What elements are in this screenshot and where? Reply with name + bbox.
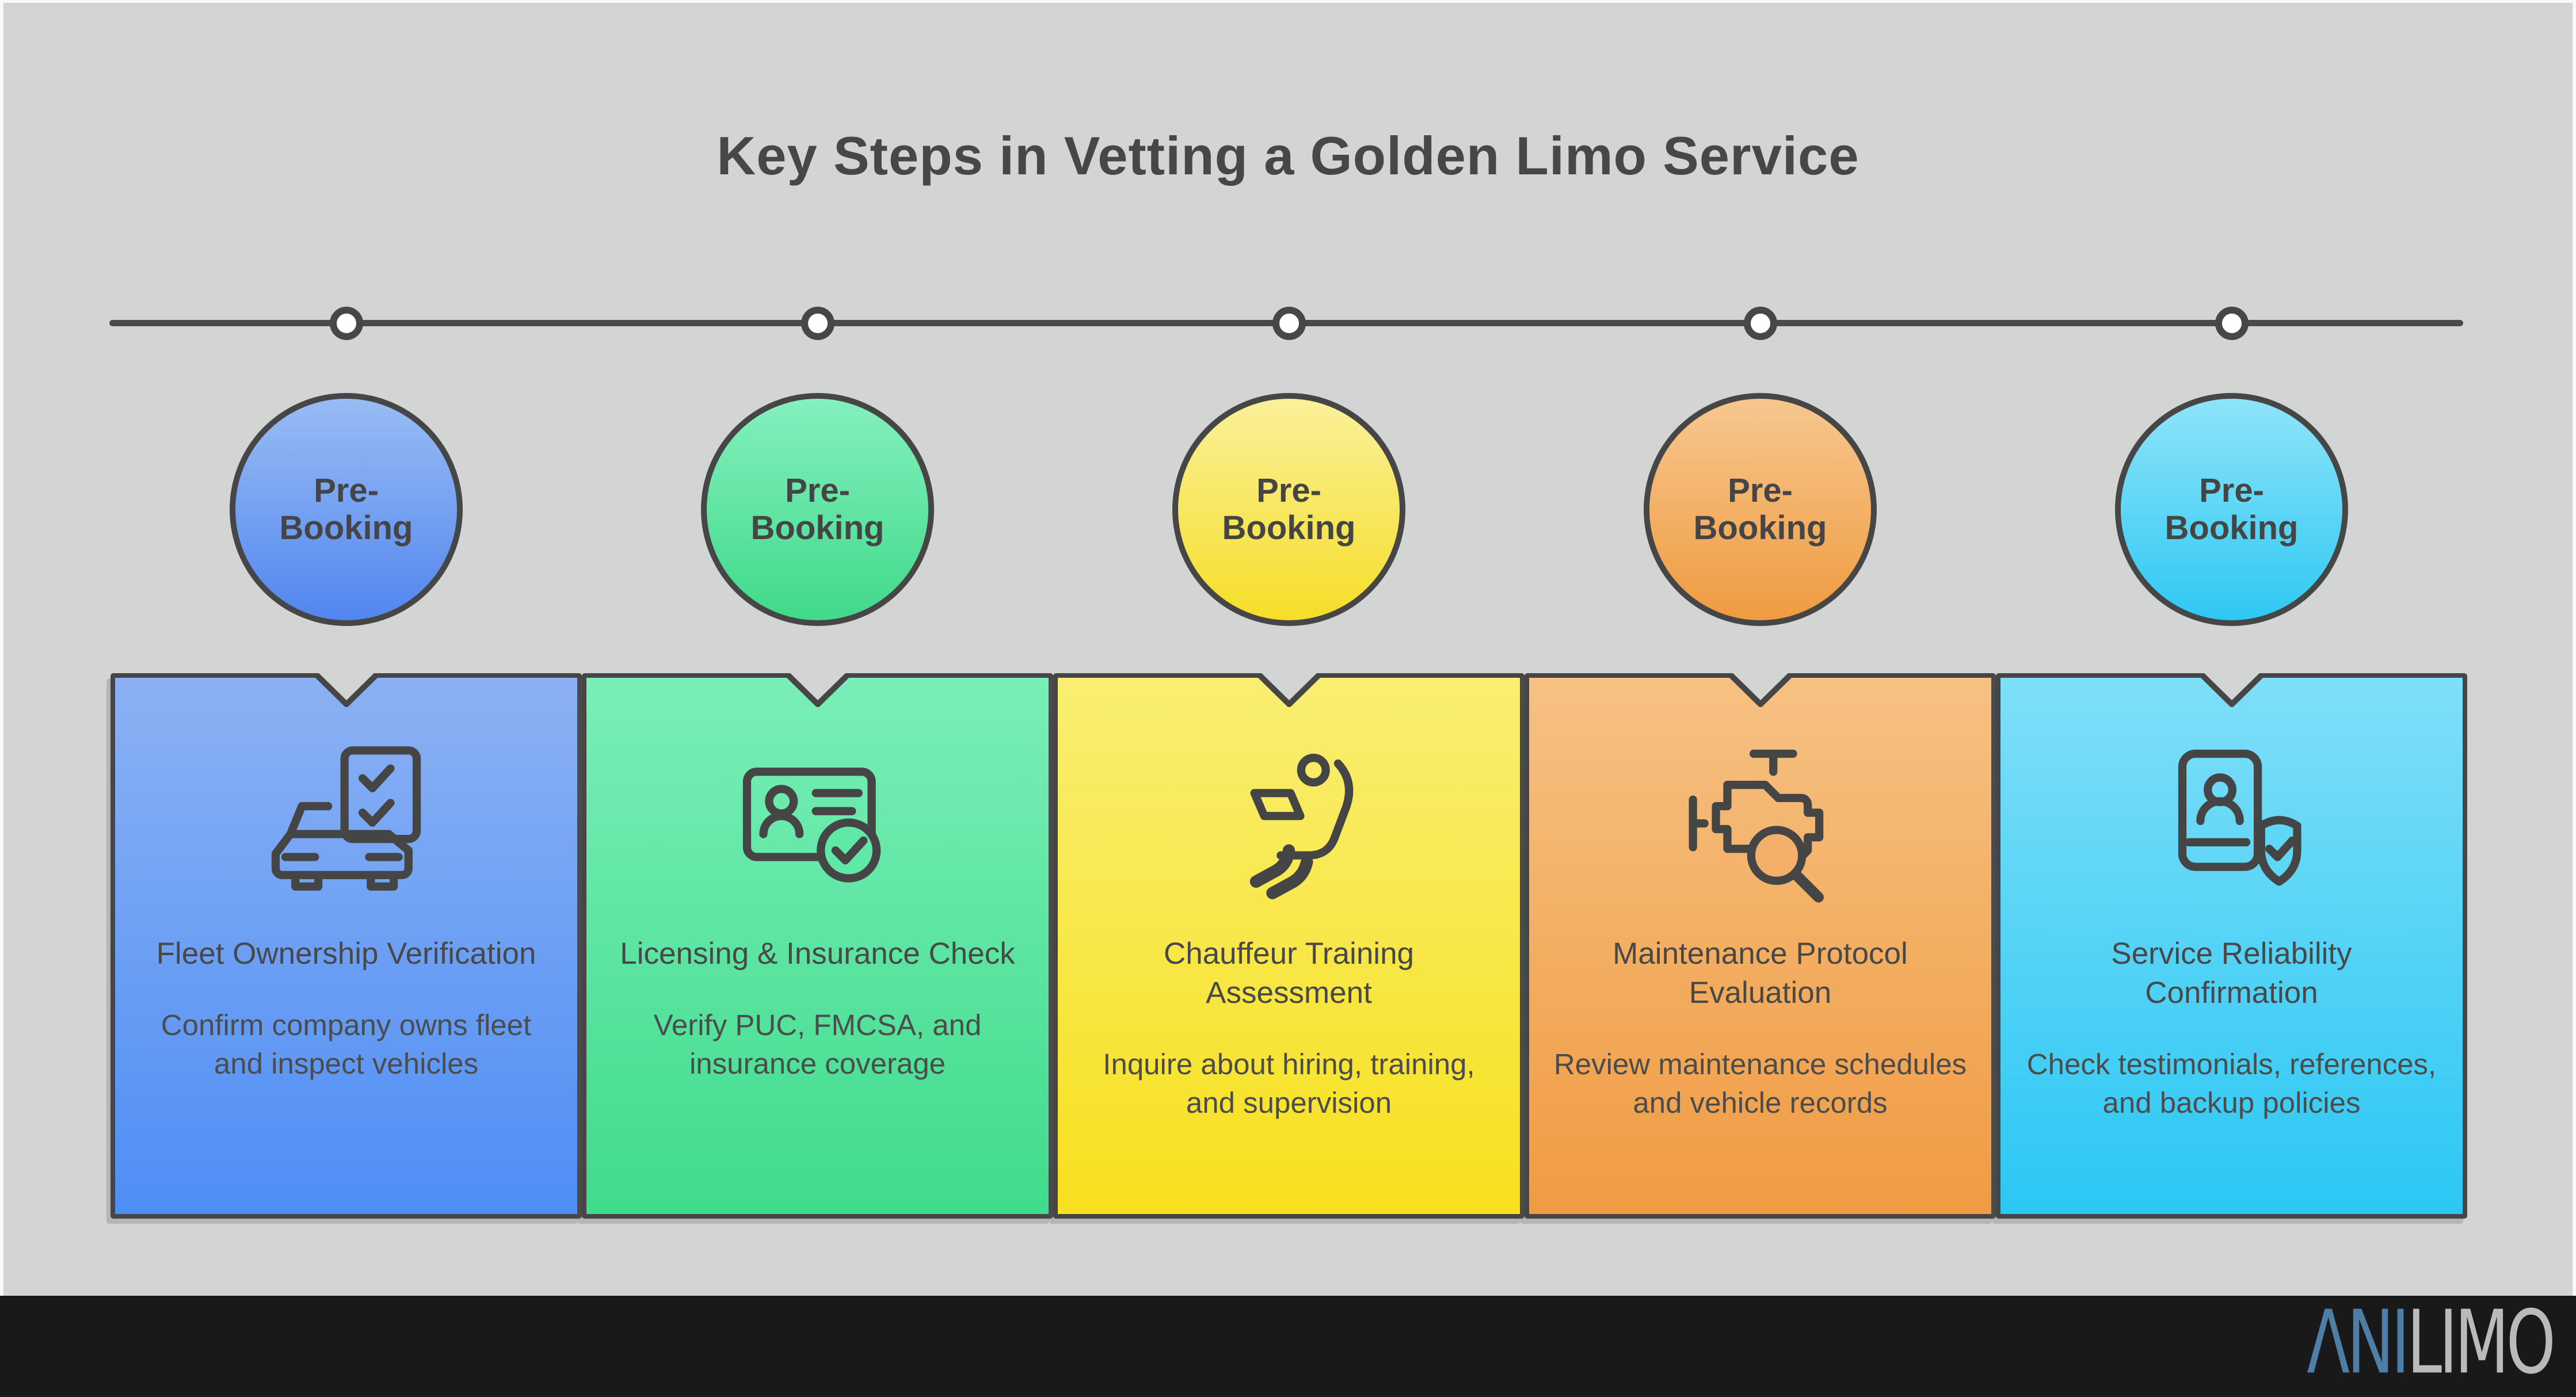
step-column-licensing: Pre-Booking xyxy=(582,307,1053,1219)
brand-logo: ΛNILIMO xyxy=(2307,1291,2556,1394)
engine-inspection-icon xyxy=(1689,749,1824,903)
stage-bubble: Pre-Booking xyxy=(230,393,463,626)
stage-bubble: Pre-Booking xyxy=(1644,393,1877,626)
step-column-maintenance: Pre-Booking xyxy=(1525,307,1996,1219)
service-reliability-card: Service Reliability Confirmation Check t… xyxy=(1996,673,2467,1219)
stage-label: Pre-Booking xyxy=(1693,471,1827,547)
timeline-node xyxy=(2215,307,2249,340)
card-notch xyxy=(1255,673,1323,707)
step-column-fleet: Pre-Booking xyxy=(110,307,582,1219)
maintenance-protocol-card: Maintenance Protocol Evaluation Review m… xyxy=(1525,673,1996,1219)
card-title: Service Reliability Confirmation xyxy=(2111,937,2352,1010)
timeline-node xyxy=(801,307,834,340)
timeline-node xyxy=(1743,307,1777,340)
card-description: Inquire about hiring, training, and supe… xyxy=(1103,1047,1475,1119)
card-notch xyxy=(1727,673,1794,707)
fleet-ownership-card: Fleet Ownership Verification Confirm com… xyxy=(110,673,582,1219)
reliability-shield-icon xyxy=(2178,749,2301,885)
page-title: Key Steps in Vetting a Golden Limo Servi… xyxy=(717,125,1859,186)
card-description: Check testimonials, references, and back… xyxy=(2026,1047,2437,1119)
card-description: Verify PUC, FMCSA, and insurance coverag… xyxy=(653,1008,982,1081)
infographic-canvas: Key Steps in Vetting a Golden Limo Servi… xyxy=(3,3,2573,1397)
brand-logo-prefix: ΛNI xyxy=(2307,1291,2410,1394)
stage-label: Pre-Booking xyxy=(2165,471,2299,547)
stage-bubble: Pre-Booking xyxy=(2115,393,2348,626)
step-column-chauffeur: Pre-Booking Chauffeur Training As xyxy=(1053,307,1525,1219)
card-description: Confirm company owns fleet and inspect v… xyxy=(161,1008,532,1081)
chauffeur-laptop-icon xyxy=(1249,753,1354,899)
brand-logo-suffix: LIMO xyxy=(2407,1291,2556,1394)
steps-row: Pre-Booking xyxy=(110,307,2468,1219)
card-notch xyxy=(784,673,851,707)
licensing-insurance-card: Licensing & Insurance Check Verify PUC, … xyxy=(582,673,1053,1219)
stage-label: Pre-Booking xyxy=(279,471,413,547)
chauffeur-training-card: Chauffeur Training Assessment Inquire ab… xyxy=(1053,673,1525,1219)
card-title: Chauffeur Training Assessment xyxy=(1163,937,1415,1010)
stage-bubble: Pre-Booking xyxy=(1172,393,1405,626)
card-title: Fleet Ownership Verification xyxy=(156,937,536,971)
step-column-reliability: Pre-Booking Service xyxy=(1996,307,2467,1219)
stage-bubble: Pre-Booking xyxy=(701,393,934,626)
car-checklist-icon xyxy=(271,746,421,891)
card-title: Licensing & Insurance Check xyxy=(620,937,1015,971)
card-description: Review maintenance schedules and vehicle… xyxy=(1553,1047,1967,1119)
stage-label: Pre-Booking xyxy=(750,471,885,547)
stage-label: Pre-Booking xyxy=(1222,471,1356,547)
card-notch xyxy=(313,673,380,707)
timeline-node xyxy=(329,307,363,340)
timeline-node xyxy=(1272,307,1306,340)
card-title: Maintenance Protocol Evaluation xyxy=(1613,937,1908,1010)
card-notch xyxy=(2198,673,2265,707)
license-check-icon xyxy=(742,767,881,883)
footer-bar: ΛNILIMO xyxy=(0,1291,2576,1397)
